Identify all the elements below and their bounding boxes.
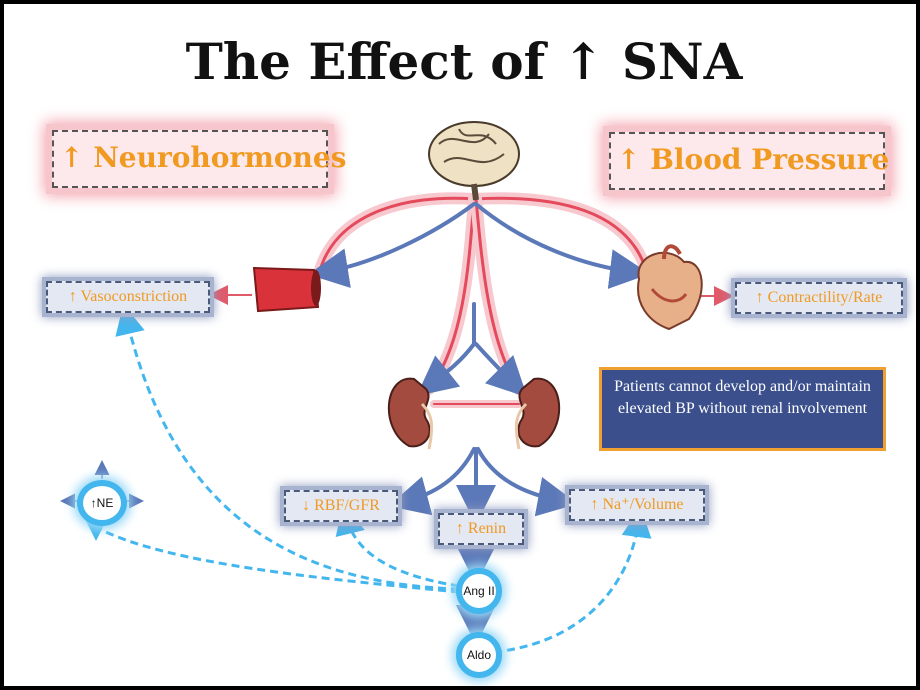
heart-icon (637, 244, 703, 331)
neurohormones-box: ↑ Neurohormones (52, 130, 347, 188)
ne-radiating-arrows (60, 460, 144, 509)
blood-pressure-box: ↑ Blood Pressure (609, 132, 890, 190)
rbf-gfr-label: ↓ RBF/GFR (302, 497, 380, 514)
rbf-gfr-box: ↓ RBF/GFR (284, 490, 398, 522)
neurohormones-label: ↑ Neurohormones (60, 141, 347, 174)
renin-label: ↑ Renin (455, 520, 507, 537)
sympathetic-arcs (313, 192, 650, 408)
na-volume-label: ↑ Na⁺/Volume (590, 496, 684, 513)
vasoconstriction-label: ↑ Vasoconstriction (68, 288, 188, 305)
kidneys-icon (387, 377, 561, 450)
na-volume-box: ↑ Na⁺/Volume (569, 489, 705, 521)
slide-title: The Effect of ↑ SNA (185, 32, 743, 91)
renin-box: ↑ Renin (438, 513, 524, 545)
ne-node: ↑NE (77, 480, 127, 526)
blue-arrows (308, 202, 650, 645)
brain-icon (428, 121, 520, 201)
blood-pressure-label: ↑ Blood Pressure (617, 143, 890, 176)
contractility-box: ↑ Contractility/Rate (735, 282, 903, 314)
aldo-node: Aldo (456, 632, 502, 678)
renal-involvement-note: Patients cannot develop and/or maintain … (599, 367, 886, 451)
contractility-label: ↑ Contractility/Rate (755, 289, 883, 306)
ang-ii-node: Ang II (456, 568, 502, 614)
blood-vessel-icon (252, 266, 321, 313)
vasoconstriction-box: ↑ Vasoconstriction (46, 281, 210, 313)
feedback-paths (81, 304, 652, 654)
